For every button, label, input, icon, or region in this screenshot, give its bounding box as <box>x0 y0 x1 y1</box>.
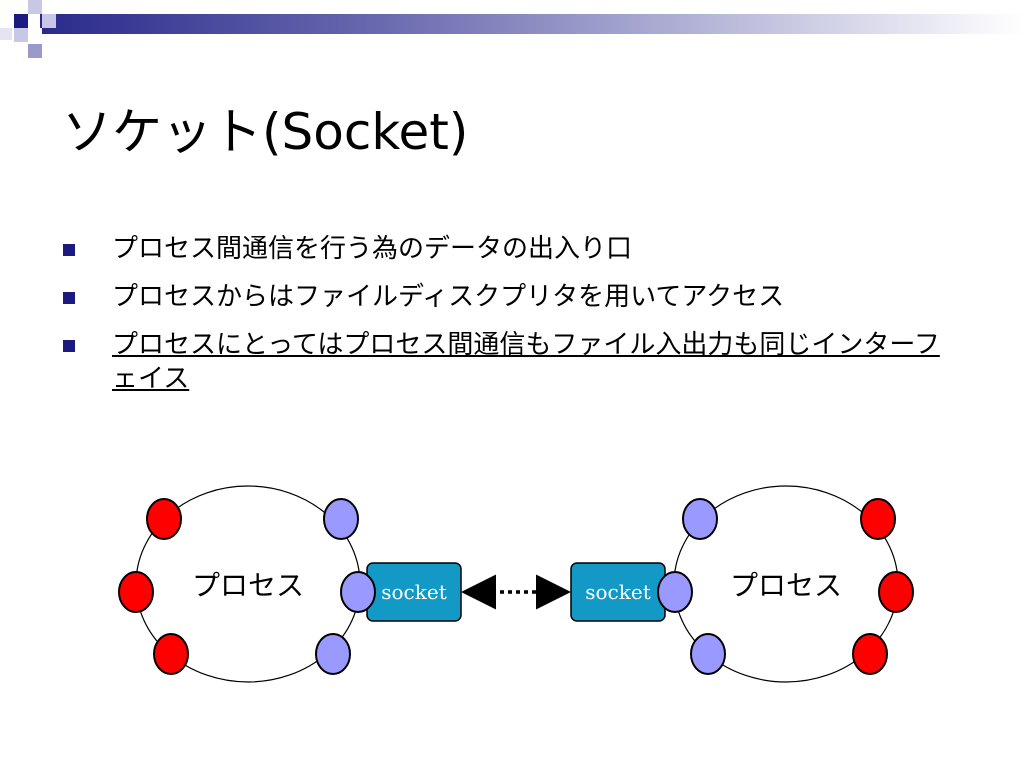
right-socket-node <box>657 571 693 613</box>
bullet-text: プロセスにとってはプロセス間通信もファイル入出力も同じインターフェイス <box>112 330 940 394</box>
bullet-text: プロセスからはファイルディスクプリタを用いてアクセス <box>112 282 785 312</box>
left-red-node <box>118 571 154 613</box>
left-socket-label: socket <box>381 580 447 604</box>
bullet-square-icon <box>63 244 75 256</box>
left-process-label: プロセス <box>192 569 304 602</box>
bullet-item: プロセスからはファイルディスクプリタを用いてアクセス <box>60 280 960 314</box>
bullet-item: プロセス間通信を行う為のデータの出入り口 <box>60 232 960 266</box>
slide-title: ソケット(Socket) <box>62 103 469 161</box>
left-red-node <box>146 498 182 540</box>
header-decoration <box>0 0 1024 58</box>
bullet-list: プロセス間通信を行う為のデータの出入り口 プロセスからはファイルディスクプリタを… <box>60 232 960 410</box>
left-blue-node <box>323 498 359 540</box>
right-red-node <box>860 498 896 540</box>
right-socket-label: socket <box>585 580 651 604</box>
bullet-text: プロセス間通信を行う為のデータの出入り口 <box>112 234 633 264</box>
right-blue-node <box>682 498 718 540</box>
socket-diagram: プロセス socket socket プロセス <box>118 485 914 683</box>
bullet-square-icon <box>63 340 75 352</box>
right-process-label: プロセス <box>730 569 842 602</box>
right-blue-node <box>690 633 726 675</box>
bullet-item: プロセスにとってはプロセス間通信もファイル入出力も同じインターフェイス <box>60 328 960 396</box>
right-red-node <box>878 571 914 613</box>
left-red-node <box>153 633 189 675</box>
left-blue-node <box>315 633 351 675</box>
right-red-node <box>852 633 888 675</box>
bullet-square-icon <box>63 292 75 304</box>
left-socket-node <box>340 571 376 613</box>
